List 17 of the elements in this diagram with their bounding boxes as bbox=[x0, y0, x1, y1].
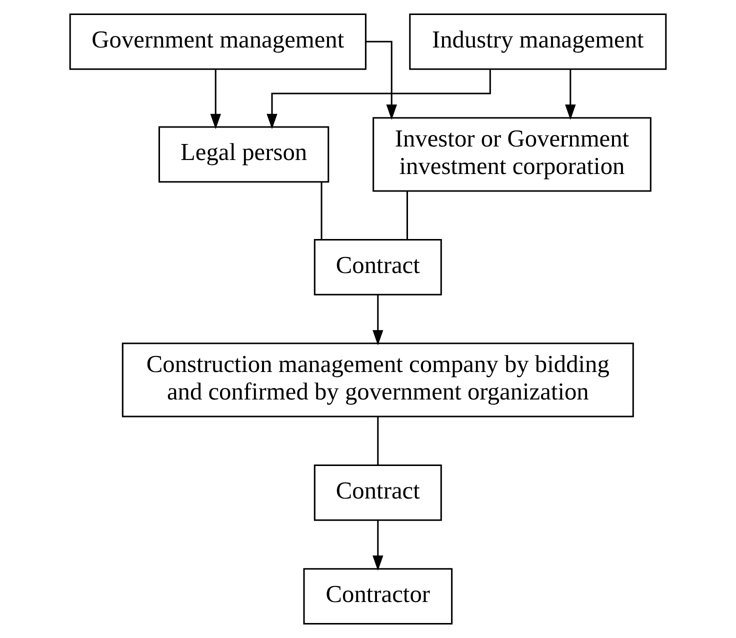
node-box: Government management bbox=[69, 13, 366, 70]
arrow bbox=[372, 520, 384, 571]
node-box: Construction management company by bidding and confirmed by government organization bbox=[122, 342, 634, 418]
arrow bbox=[565, 70, 576, 120]
node-box: Investor or Government investment corporation bbox=[372, 117, 652, 192]
arrow bbox=[266, 69, 491, 130]
connector bbox=[377, 416, 379, 465]
node-box: Contract bbox=[314, 464, 442, 521]
connector bbox=[406, 191, 408, 240]
node-box: Contractor bbox=[303, 568, 453, 625]
arrow bbox=[372, 295, 384, 346]
connector bbox=[320, 182, 322, 240]
arrow bbox=[210, 70, 221, 130]
arrow bbox=[366, 40, 397, 120]
node-box: Legal person bbox=[158, 126, 330, 183]
node-box: Industry management bbox=[409, 13, 667, 70]
node-box: Contract bbox=[314, 239, 442, 296]
